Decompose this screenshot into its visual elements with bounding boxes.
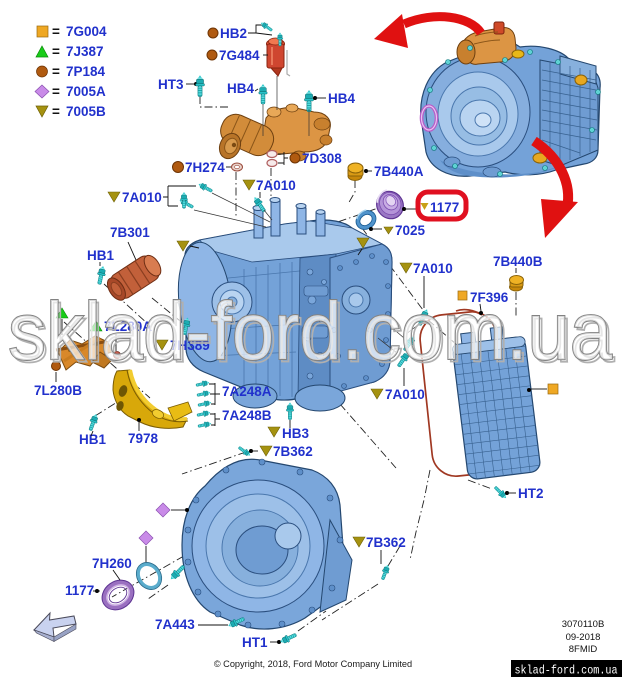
svg-text:7005A: 7005A <box>66 84 106 99</box>
svg-text:=: = <box>52 84 60 99</box>
svg-text:=: = <box>52 104 60 119</box>
svg-text:7B440A: 7B440A <box>374 164 424 179</box>
svg-text:7A443: 7A443 <box>155 617 195 632</box>
svg-text:3070110B: 3070110B <box>562 619 605 630</box>
svg-text:7B301: 7B301 <box>110 225 150 240</box>
svg-text:=: = <box>52 64 60 79</box>
svg-text:7H389: 7H389 <box>170 338 210 353</box>
svg-text:=: = <box>52 44 60 59</box>
svg-text:7G484: 7G484 <box>219 48 260 63</box>
svg-text:7A248A: 7A248A <box>222 384 272 399</box>
svg-text:09-2018: 09-2018 <box>566 632 601 643</box>
svg-text:7L280A: 7L280A <box>104 319 152 334</box>
svg-text:7G004: 7G004 <box>66 24 107 39</box>
svg-text:HB4: HB4 <box>328 91 355 106</box>
svg-text:=: = <box>52 24 60 39</box>
svg-text:7B362: 7B362 <box>273 444 313 459</box>
svg-text:HT2: HT2 <box>518 486 544 501</box>
svg-text:sklad-ford.com.ua: sklad-ford.com.ua <box>8 286 612 377</box>
svg-text:7P184: 7P184 <box>66 64 106 79</box>
svg-text:7B362: 7B362 <box>366 535 406 550</box>
svg-text:HB2: HB2 <box>220 26 247 41</box>
svg-text:HB1: HB1 <box>79 432 106 447</box>
svg-text:7F396: 7F396 <box>470 290 509 305</box>
svg-text:sklad-ford.com.ua: sklad-ford.com.ua <box>11 289 615 380</box>
svg-text:7L280B: 7L280B <box>34 383 82 398</box>
svg-text:HT1: HT1 <box>242 635 268 650</box>
svg-text:HB3: HB3 <box>282 426 309 441</box>
svg-text:1177: 1177 <box>430 200 459 215</box>
svg-text:sklad-ford.com.ua: sklad-ford.com.ua <box>515 664 618 677</box>
svg-text:7A248B: 7A248B <box>222 408 272 423</box>
svg-text:7J387: 7J387 <box>66 44 104 59</box>
svg-text:7978: 7978 <box>128 431 159 446</box>
svg-text:HB1: HB1 <box>87 248 114 263</box>
svg-text:HB4: HB4 <box>227 81 254 96</box>
svg-text:7025: 7025 <box>395 223 426 238</box>
svg-text:7A010: 7A010 <box>385 387 425 402</box>
svg-text:© Copyright, 2018, Ford Motor: © Copyright, 2018, Ford Motor Company Li… <box>214 659 412 669</box>
svg-text:7D308: 7D308 <box>302 151 342 166</box>
svg-text:1177: 1177 <box>65 583 94 598</box>
svg-text:7A010: 7A010 <box>122 190 162 205</box>
svg-text:8FMID: 8FMID <box>569 644 598 655</box>
svg-text:7H260: 7H260 <box>92 556 132 571</box>
svg-text:7B440B: 7B440B <box>493 254 543 269</box>
svg-text:7A010: 7A010 <box>256 178 296 193</box>
svg-text:7005B: 7005B <box>66 104 106 119</box>
svg-text:7H274: 7H274 <box>185 160 225 175</box>
svg-text:HT3: HT3 <box>158 77 184 92</box>
svg-text:7A010: 7A010 <box>413 261 453 276</box>
